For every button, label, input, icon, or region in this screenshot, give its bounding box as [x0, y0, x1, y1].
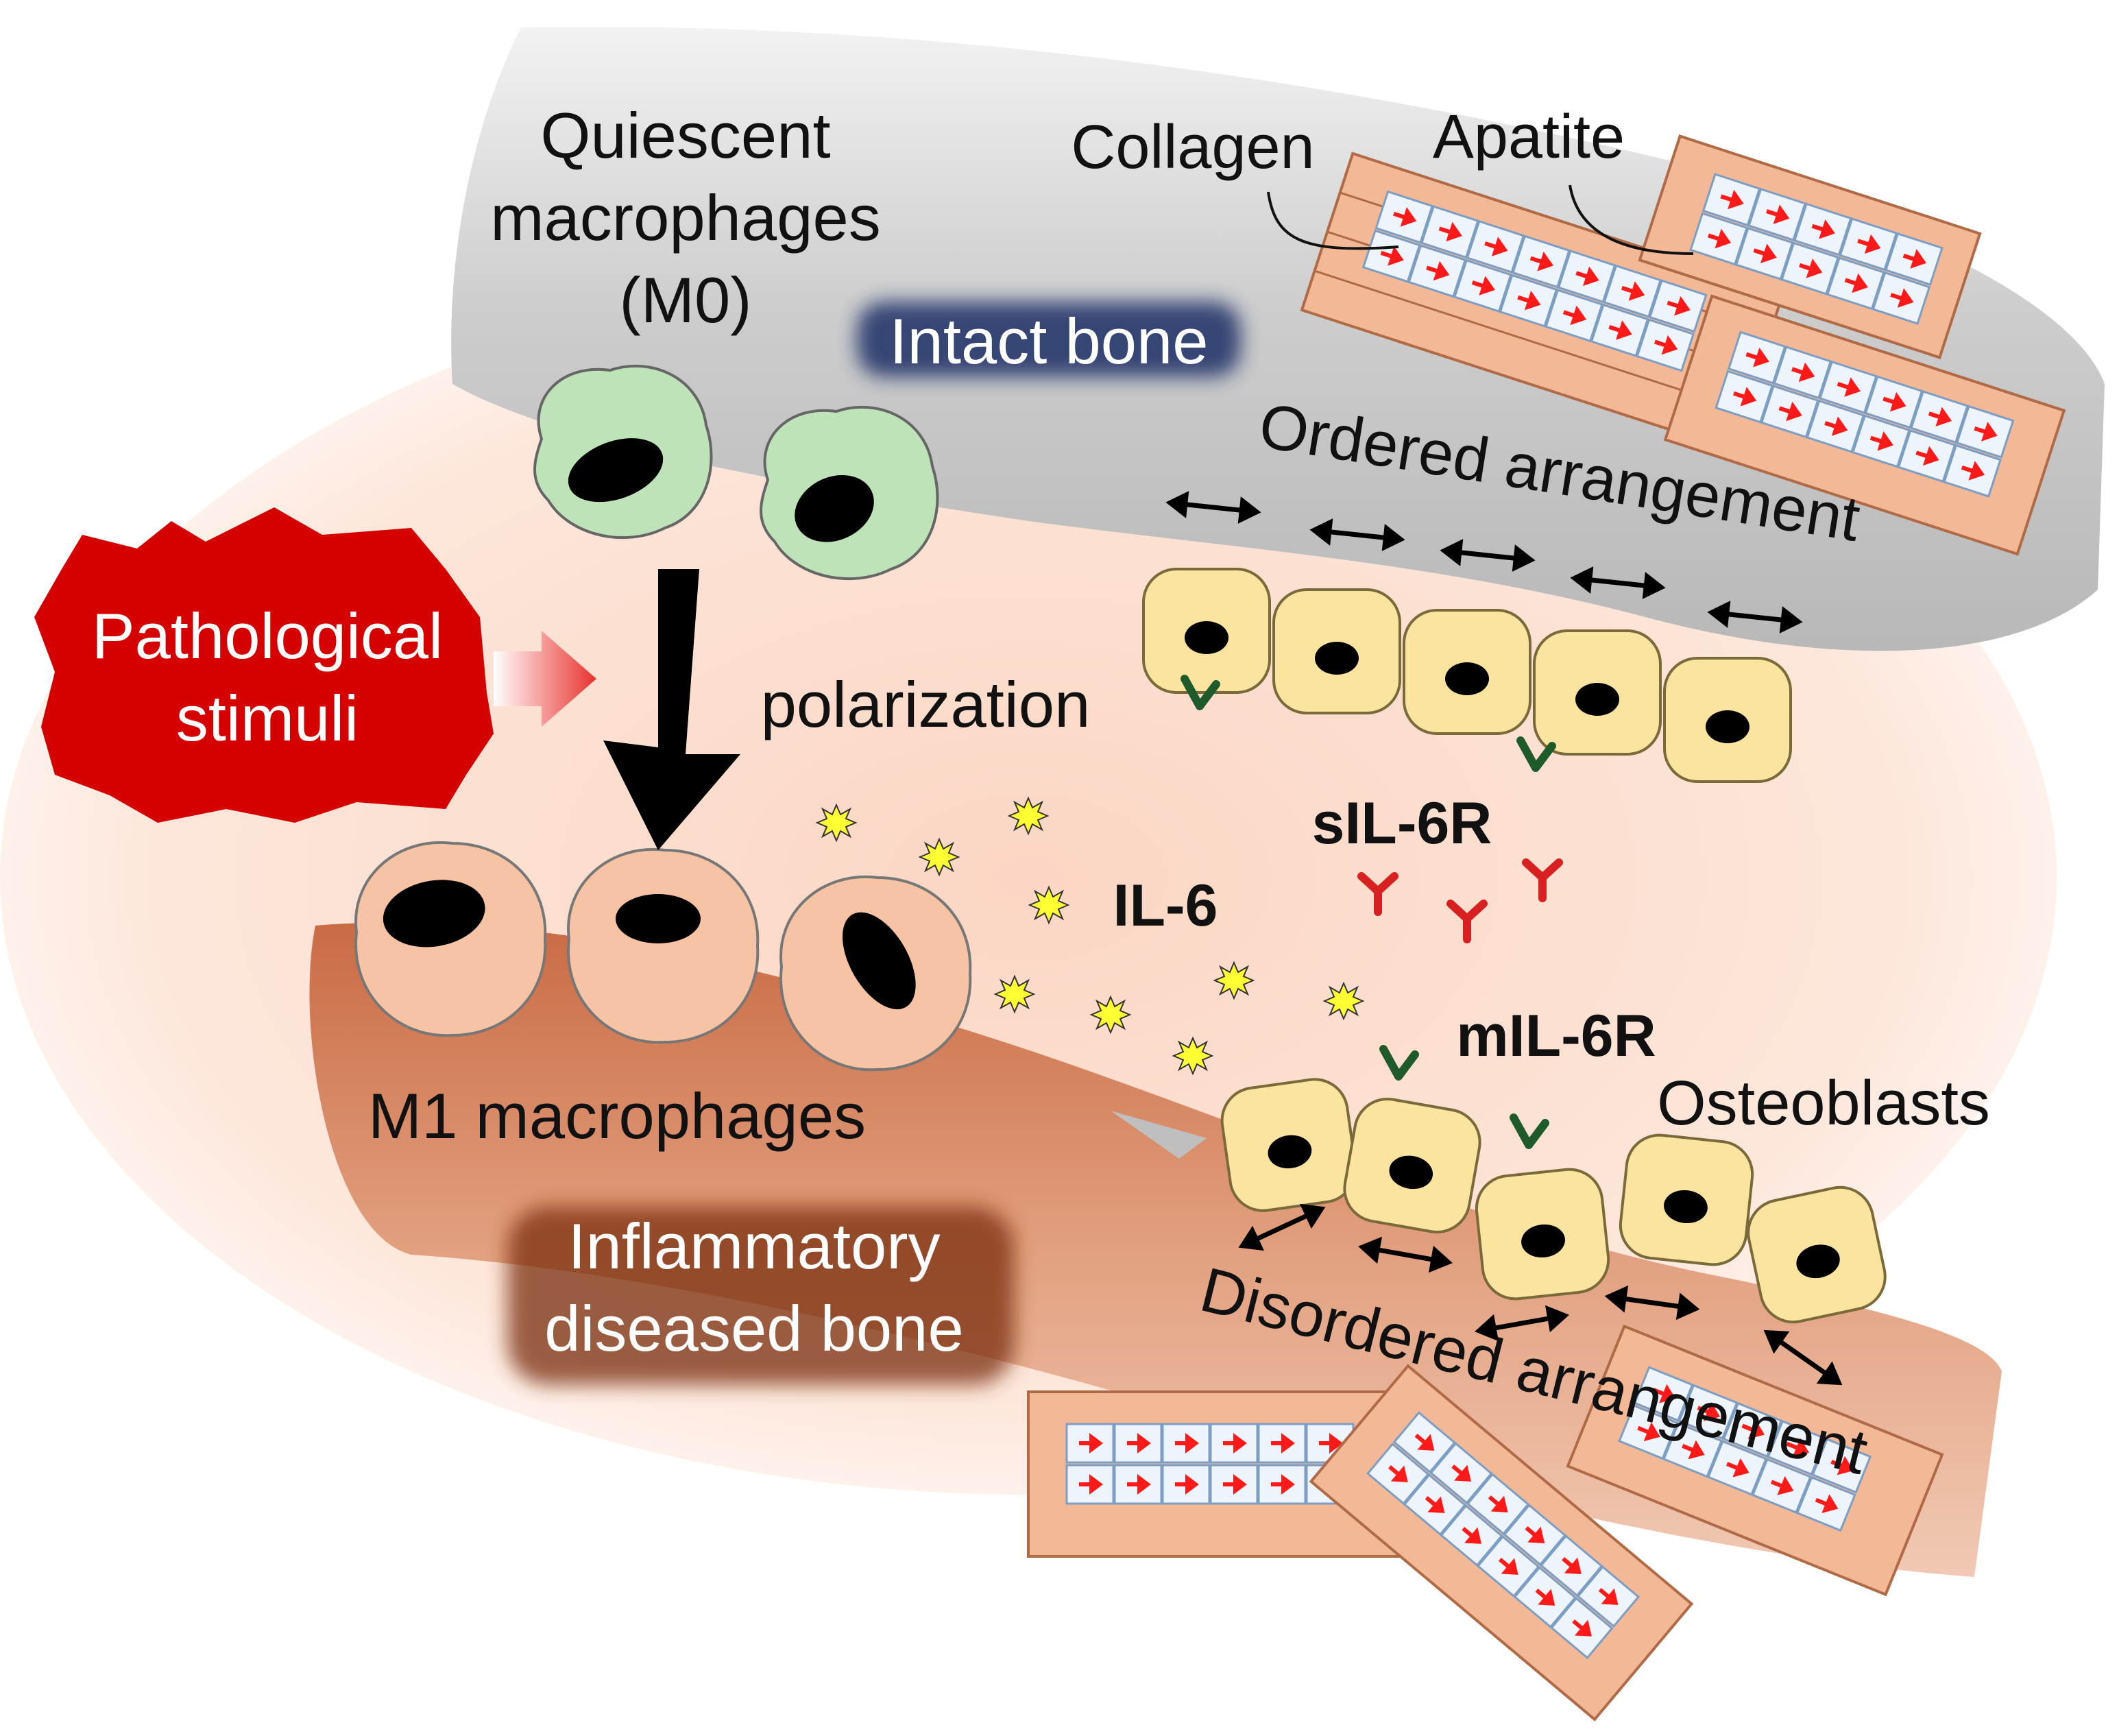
quiescent-label-line3: (M0)	[619, 264, 751, 336]
disordered-apatite-bundles	[1027, 1324, 1944, 1722]
m0-macrophage-1	[533, 364, 713, 540]
m1-macrophage-3	[779, 875, 972, 1072]
intact-bone-label: Intact bone	[889, 305, 1208, 377]
intact-bone-label-glow	[857, 302, 1241, 377]
m1-macrophages-label: M1 macrophages	[368, 1080, 866, 1152]
diseased-bone-crack	[1111, 1111, 1207, 1159]
diseased-bone-label-glow	[507, 1207, 1015, 1385]
apatite-label: Apatite	[1433, 103, 1625, 171]
il6-label: IL-6	[1113, 873, 1218, 939]
ordered-apatite-bundles	[1300, 134, 2066, 556]
pathological-stimuli-blob	[34, 507, 494, 823]
pathological-label-line2: stimuli	[176, 682, 359, 754]
m1-macrophage-2	[567, 847, 760, 1044]
sil6r-label: sIL-6R	[1312, 791, 1492, 856]
quiescent-label-line2: macrophages	[490, 182, 881, 254]
quiescent-label-line1: Quiescent	[540, 99, 830, 171]
polarization-label: polarization	[761, 668, 1091, 740]
m1-macrophage-1	[354, 841, 547, 1037]
collagen-pointer-line	[1267, 191, 1399, 250]
stimuli-arrow	[494, 631, 596, 727]
m0-macrophage-2	[760, 405, 939, 581]
inflammatory-label-line2: diseased bone	[544, 1292, 964, 1364]
apatite-pointer-line	[1569, 184, 1694, 255]
pathological-label-line1: Pathological	[92, 600, 443, 672]
mil6r-label: mIL-6R	[1456, 1003, 1656, 1069]
collagen-label: Collagen	[1071, 113, 1314, 182]
diseased-bone-region	[309, 922, 2002, 1577]
osteoblasts-label: Osteoblasts	[1657, 1068, 1990, 1138]
polarization-arrow	[603, 569, 740, 850]
inflammatory-label-line1: Inflammatory	[568, 1210, 940, 1282]
